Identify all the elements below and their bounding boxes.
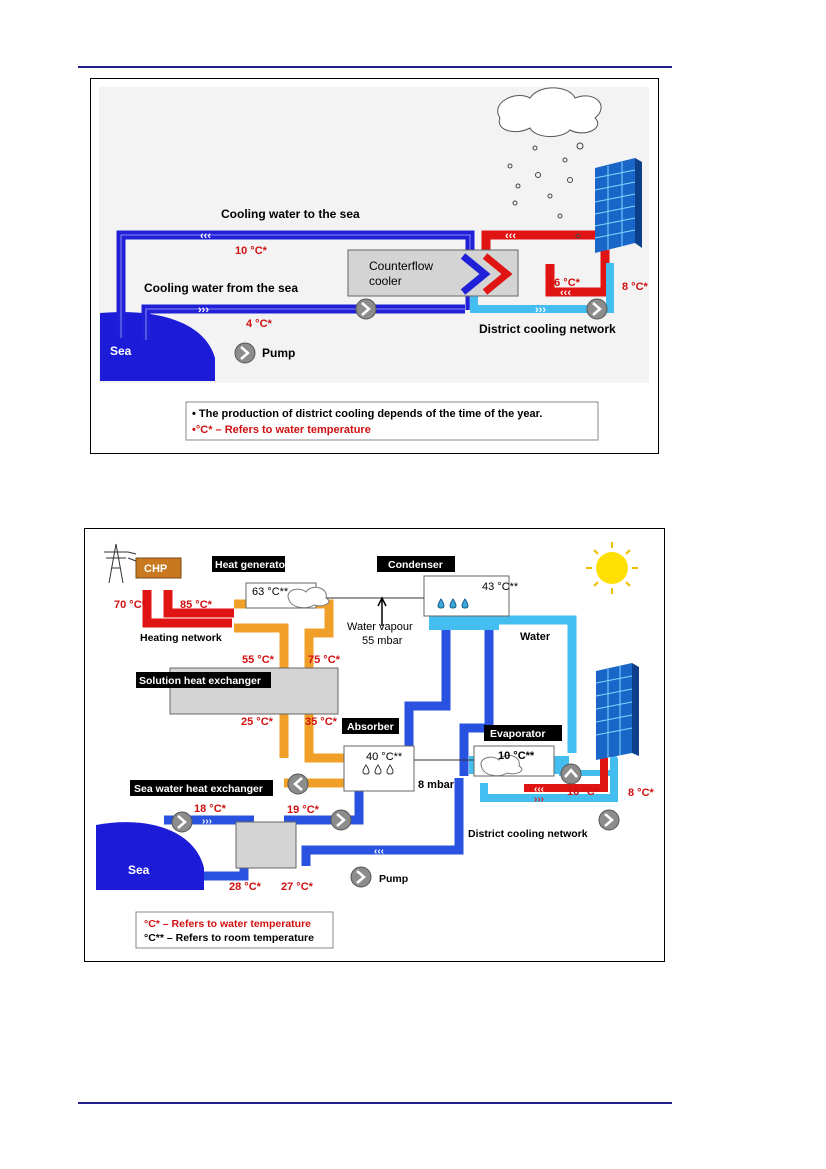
temp-35: 35 °C* — [305, 716, 338, 728]
condenser-tray — [429, 616, 499, 630]
chp-box: CHP — [135, 557, 182, 579]
sea-shape — [96, 822, 204, 890]
legend-pump: Pump — [262, 346, 295, 360]
bottom-rule — [78, 1102, 672, 1104]
heat-generator-label: Heat generator — [215, 559, 289, 571]
flow-arrow: ‹‹‹ — [560, 287, 571, 299]
temp-evaporator: 10 °C** — [498, 750, 535, 762]
temp-return-network: 16 °C* — [567, 786, 600, 798]
temp-55: 55 °C* — [242, 654, 275, 666]
condenser-label: Condenser — [388, 559, 443, 571]
pump-icon-evap — [560, 763, 582, 785]
sun-icon — [586, 542, 638, 594]
note-box — [185, 401, 599, 441]
absorber-label: Absorber — [347, 721, 394, 733]
pump-icon-network — [598, 809, 620, 831]
pump-legend-icon — [350, 866, 372, 888]
pump-icon-network — [586, 298, 608, 320]
temp-absorber: 40 °C** — [366, 751, 403, 763]
flow-arrow: ‹‹‹ — [374, 846, 384, 857]
label-sea: Sea — [128, 863, 150, 877]
temp-return-network: 16 °C* — [548, 277, 581, 289]
sea-shape — [100, 312, 215, 381]
legend-box — [135, 911, 334, 949]
top-rule — [78, 66, 672, 68]
temp-75: 75 °C* — [308, 654, 341, 666]
power-pylon-icon — [104, 543, 137, 584]
flow-arrow: ‹‹‹ — [200, 230, 211, 242]
legend-pump: Pump — [379, 873, 408, 885]
label-water: Water — [520, 631, 551, 643]
evaporator-label: Evaporator — [490, 728, 545, 740]
cloud-icon — [497, 87, 602, 137]
label-cooling-to-sea: Cooling water to the sea — [221, 207, 360, 221]
pipe-blue-main — [404, 626, 451, 778]
temp-28: 28 °C* — [229, 881, 262, 893]
flow-arrow: ››› — [534, 794, 544, 805]
seawater-hx-label: Sea water heat exchanger — [134, 783, 263, 795]
district-cooling-diagram-simple: ‹‹‹ ››› ‹‹‹ ‹‹‹ ››› Cooling water to the… — [90, 78, 659, 454]
note-line-2: •°C* – Refers to water temperature — [192, 424, 371, 436]
flow-arrow: ››› — [535, 304, 546, 316]
temp-condenser: 43 °C** — [482, 581, 519, 593]
label-8mbar: 8 mbar — [418, 779, 455, 791]
pump-icon-sea — [171, 811, 193, 833]
building-icon — [594, 158, 642, 253]
temp-heating-return: 85 °C* — [180, 599, 213, 611]
pipe-heating — [142, 590, 232, 628]
flow-arrow: ‹‹‹ — [505, 230, 516, 242]
condenser-box — [423, 575, 510, 617]
building-icon — [595, 663, 639, 760]
solution-hx-label: Solution heat exchanger — [139, 675, 261, 687]
temp-25: 25 °C* — [241, 716, 274, 728]
vapour-arrow-icon — [377, 596, 387, 626]
counterflow-label: Counterflow — [369, 259, 433, 273]
pump-icon — [287, 773, 309, 795]
absorber-drops-icon — [362, 764, 394, 775]
legend-water-temp: °C* – Refers to water temperature — [144, 918, 311, 930]
temp-heating-supply: 70 °C* — [114, 599, 147, 611]
seawater-hx-box — [235, 821, 297, 869]
vapour-cloud-icon-2 — [480, 754, 523, 777]
label-district-network: District cooling network — [468, 828, 588, 840]
legend-room-temp: °C** – Refers to room temperature — [144, 932, 314, 944]
vapour-cloud-icon — [287, 586, 330, 609]
snow-icon — [507, 142, 584, 239]
flow-arrow: ‹‹‹ — [534, 784, 544, 795]
label-cooling-from-sea: Cooling water from the sea — [144, 281, 298, 295]
flow-arrow: ››› — [198, 304, 209, 316]
label-heating-network: Heating network — [140, 632, 222, 644]
temp-27: 27 °C* — [281, 881, 314, 893]
note-line-1: • The production of district cooling dep… — [192, 408, 542, 420]
temp-18: 18 °C* — [194, 803, 227, 815]
svg-text:CHP: CHP — [144, 563, 167, 575]
temp-19: 19 °C* — [287, 804, 320, 816]
temp-supply-network: 8 °C* — [628, 787, 655, 799]
temp-from-sea: 4 °C* — [246, 318, 273, 330]
pump-icon-seawater-out — [330, 809, 352, 831]
pump-icon — [355, 298, 377, 320]
pipe-return-red — [481, 230, 610, 297]
temp-to-sea: 10 °C* — [235, 245, 268, 257]
flow-arrow: ››› — [202, 816, 212, 827]
pump-legend-icon — [234, 342, 256, 364]
label-sea: Sea — [110, 344, 132, 358]
temp-supply-network: 8 °C* — [622, 281, 649, 293]
counterflow-label-2: cooler — [369, 274, 402, 288]
label-district-network: District cooling network — [479, 322, 616, 336]
label-vapour: Water vapour — [347, 621, 413, 633]
label-vapour-pressure: 55 mbar — [362, 635, 403, 647]
temp-generator: 63 °C** — [252, 586, 289, 598]
water-drops-icon — [437, 598, 469, 609]
absorption-cooling-diagram: CHP — [84, 528, 665, 962]
